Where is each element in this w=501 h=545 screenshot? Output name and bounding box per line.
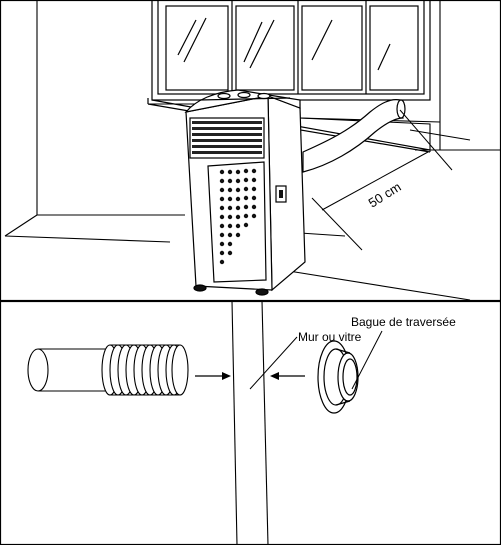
distance-guide: [311, 109, 471, 251]
wall-ring: [317, 340, 359, 414]
wall-ring-drawing: Mur ou vitre: [0, 301, 501, 545]
ring-label-leader: [351, 330, 383, 390]
ring-label: Bague de traversée: [351, 315, 456, 329]
distance-label: 50 cm: [366, 179, 404, 210]
front-grille: [219, 168, 257, 265]
panel-border: [0, 301, 501, 545]
wall-label-leader: [249, 336, 298, 390]
insert-arrow-left: [270, 372, 305, 380]
wall-label: Mur ou vitre: [298, 330, 362, 344]
exhaust-hose: [302, 99, 406, 173]
installation-scene-panel: 50 cm: [0, 0, 501, 301]
wall-ring-panel: Mur ou vitre: [0, 301, 501, 545]
hose-piece: [27, 344, 189, 396]
wall-section: [231, 301, 269, 545]
air-conditioner-unit: [184, 89, 306, 296]
installation-scene-drawing: 50 cm: [0, 0, 501, 301]
insert-arrow-right: [195, 372, 231, 380]
